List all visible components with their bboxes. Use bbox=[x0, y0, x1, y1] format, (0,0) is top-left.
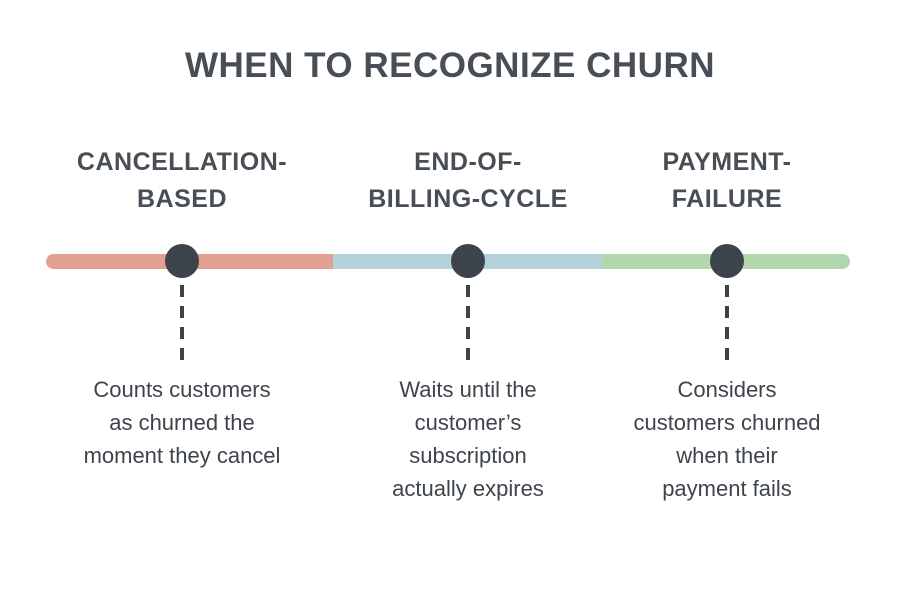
timeline-marker-dot-payment-failure bbox=[710, 244, 744, 278]
timeline-marker-dot-cancellation bbox=[165, 244, 199, 278]
timeline-marker-dot-billing-cycle bbox=[451, 244, 485, 278]
column-label-cancellation-based: CANCELLATION- BASED bbox=[76, 148, 288, 213]
column-label-payment-failure: PAYMENT- FAILURE bbox=[662, 148, 792, 213]
column-description-payment-failure: Considers customers churned when their p… bbox=[633, 377, 821, 501]
page-title: WHEN TO RECOGNIZE CHURN bbox=[184, 46, 716, 85]
column-label-end-of-billing-cycle: END-OF- BILLING-CYCLE bbox=[368, 148, 568, 213]
dashed-connector-line bbox=[466, 285, 470, 360]
dashed-connector-line bbox=[180, 285, 184, 360]
column-description-cancellation-based: Counts customers as churned the moment t… bbox=[83, 377, 281, 468]
timeline-bar bbox=[46, 254, 850, 269]
dashed-connector-line bbox=[725, 285, 729, 360]
column-description-end-of-billing-cycle: Waits until the customer’s subscription … bbox=[392, 377, 544, 501]
